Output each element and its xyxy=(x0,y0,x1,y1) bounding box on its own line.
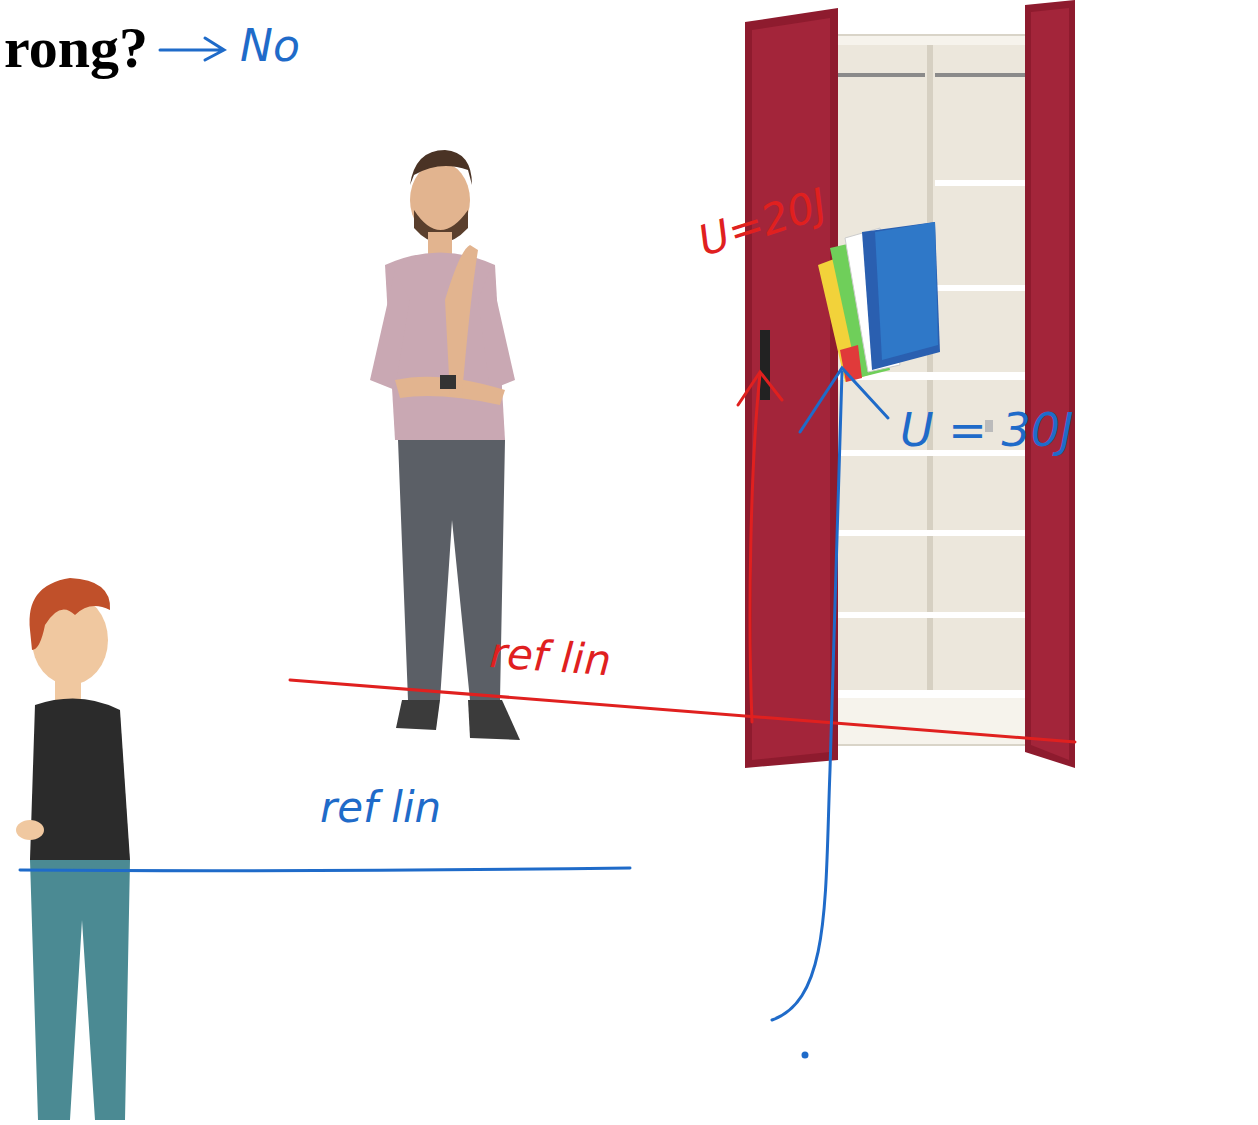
reference-line-label: ref lin xyxy=(488,630,612,685)
reference-line-label: ref lin xyxy=(320,785,441,831)
slide-title: rong? xyxy=(4,16,148,80)
cartoon-boy xyxy=(16,578,130,1120)
wardrobe xyxy=(745,0,1075,768)
handwritten-answer: No xyxy=(240,22,300,70)
energy-note: U = 30J xyxy=(900,405,1074,456)
books xyxy=(818,222,940,382)
blue-annotation xyxy=(20,38,888,1057)
red-annotation xyxy=(290,372,1075,742)
